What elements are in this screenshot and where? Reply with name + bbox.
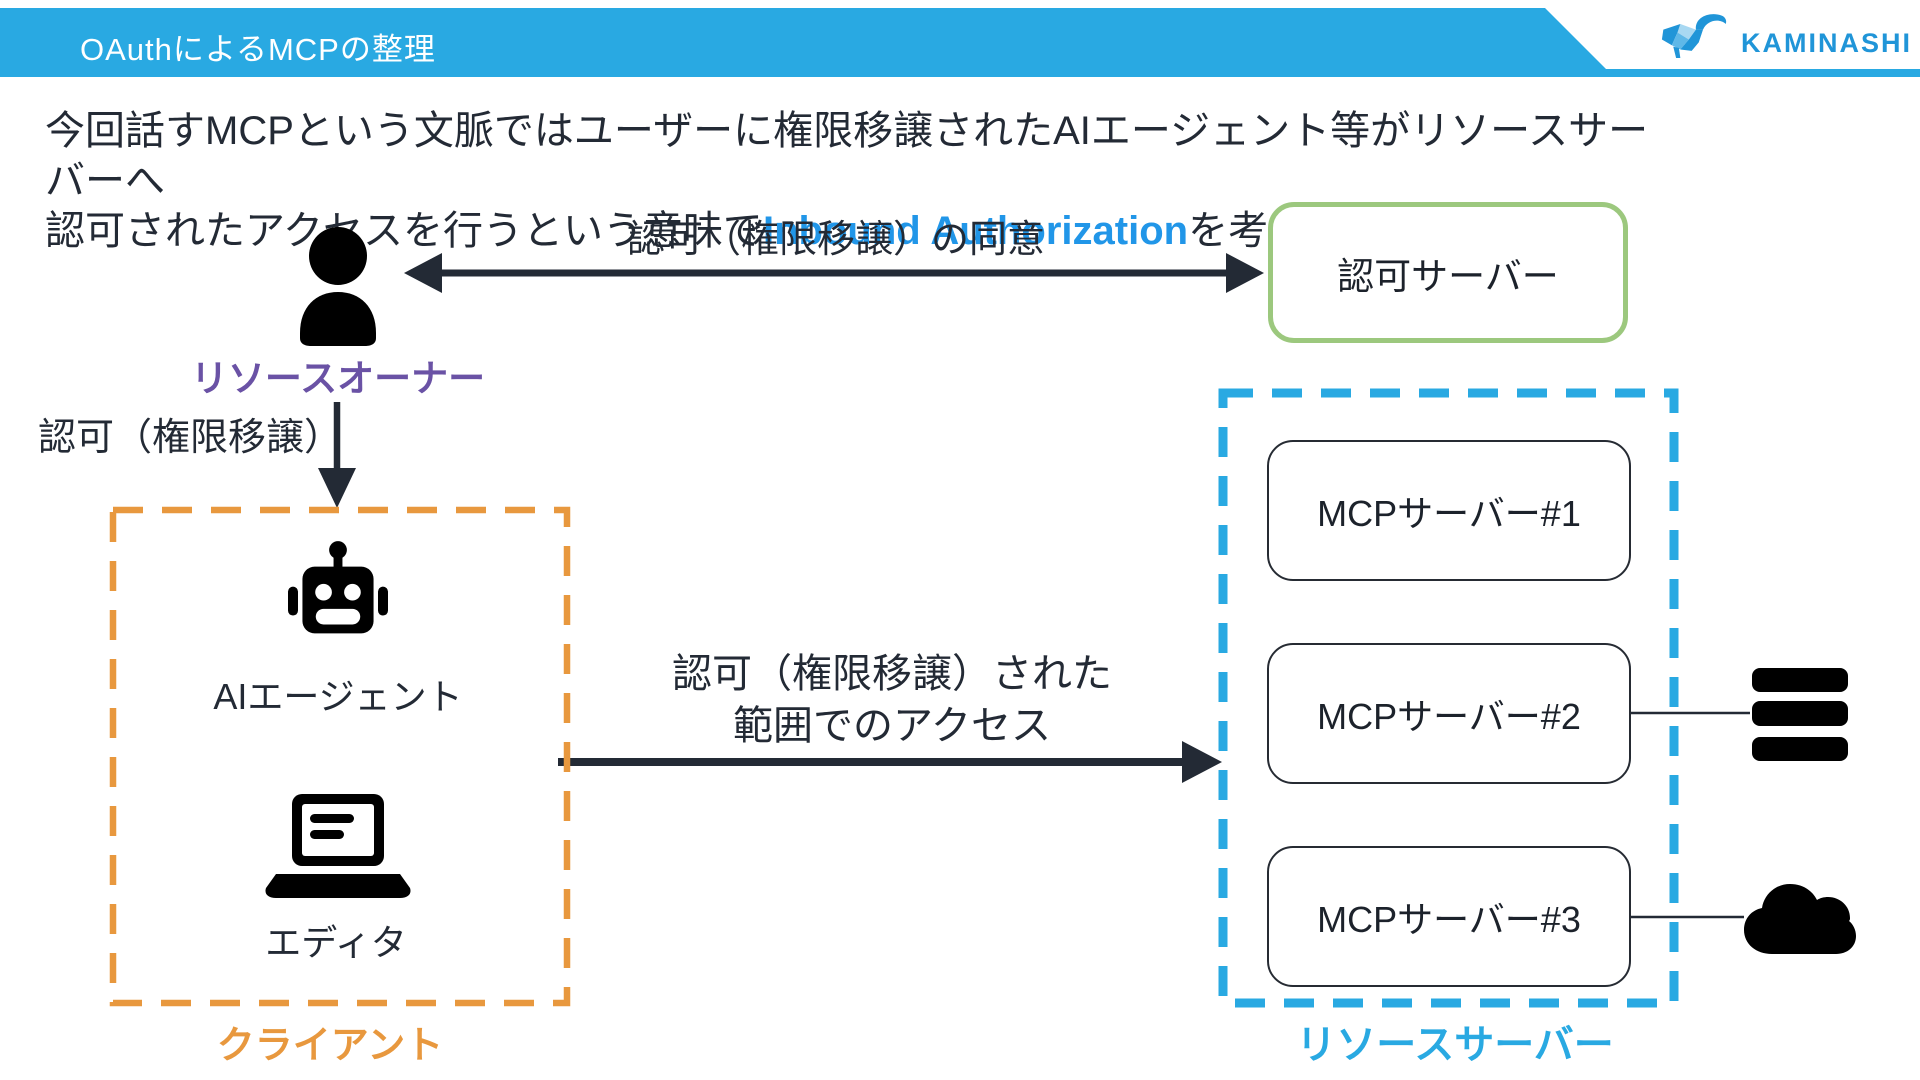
laptop-icon xyxy=(265,794,411,898)
scoped-access-arrow xyxy=(558,741,1222,783)
ai-agent-label: AIエージェント xyxy=(213,676,463,717)
consent-edge-label: 認可（権限移譲）の同意 xyxy=(626,219,1046,261)
consent-arrow xyxy=(404,253,1264,293)
person-icon xyxy=(300,227,376,346)
mcp-server-3-box: MCPサーバー#3 xyxy=(1267,846,1631,987)
page-title: OAuthによるMCPの整理 xyxy=(80,32,436,67)
intro-line-1: 今回話すMCPという文脈ではユーザーに権限移譲されたAIエージェント等がリソース… xyxy=(45,109,1649,203)
mcp-server-2-box: MCPサーバー#2 xyxy=(1267,643,1631,784)
mcp-server-1-box: MCPサーバー#1 xyxy=(1267,440,1631,581)
client-group-border xyxy=(109,506,571,1007)
resource-server-group-label: リソースサーバー xyxy=(1296,1023,1614,1067)
kaminashi-goat-icon xyxy=(1661,14,1727,58)
brand-wordmark: KAMINASHI xyxy=(1741,27,1912,58)
resource-server-group-border xyxy=(1218,388,1679,1008)
robot-icon xyxy=(288,541,388,634)
inbound-authorization-emphasis: Inbound Authorization xyxy=(763,209,1189,253)
scoped-access-edge-label: 認可（権限移譲）された 範囲でのアクセス xyxy=(672,652,1112,748)
header-band-shape xyxy=(0,8,1920,77)
client-group-label: クライアント xyxy=(216,1025,444,1067)
resource-owner-label: リソースオーナー xyxy=(190,358,486,399)
delegation-arrow xyxy=(318,402,356,508)
cloud-icon xyxy=(1744,884,1856,954)
auth-server-box: 認可サーバー xyxy=(1268,202,1628,343)
database-icon xyxy=(1752,668,1848,761)
intro-paragraph: 今回話すMCPという文脈ではユーザーに権限移譲されたAIエージェント等がリソース… xyxy=(45,106,1665,256)
auth-server-label: 認可サーバー xyxy=(1337,255,1559,297)
brand-logo: KAMINASHI xyxy=(1652,4,1912,68)
delegation-edge-label: 認可（権限移譲） xyxy=(38,417,343,459)
editor-label: エディタ xyxy=(265,922,407,963)
